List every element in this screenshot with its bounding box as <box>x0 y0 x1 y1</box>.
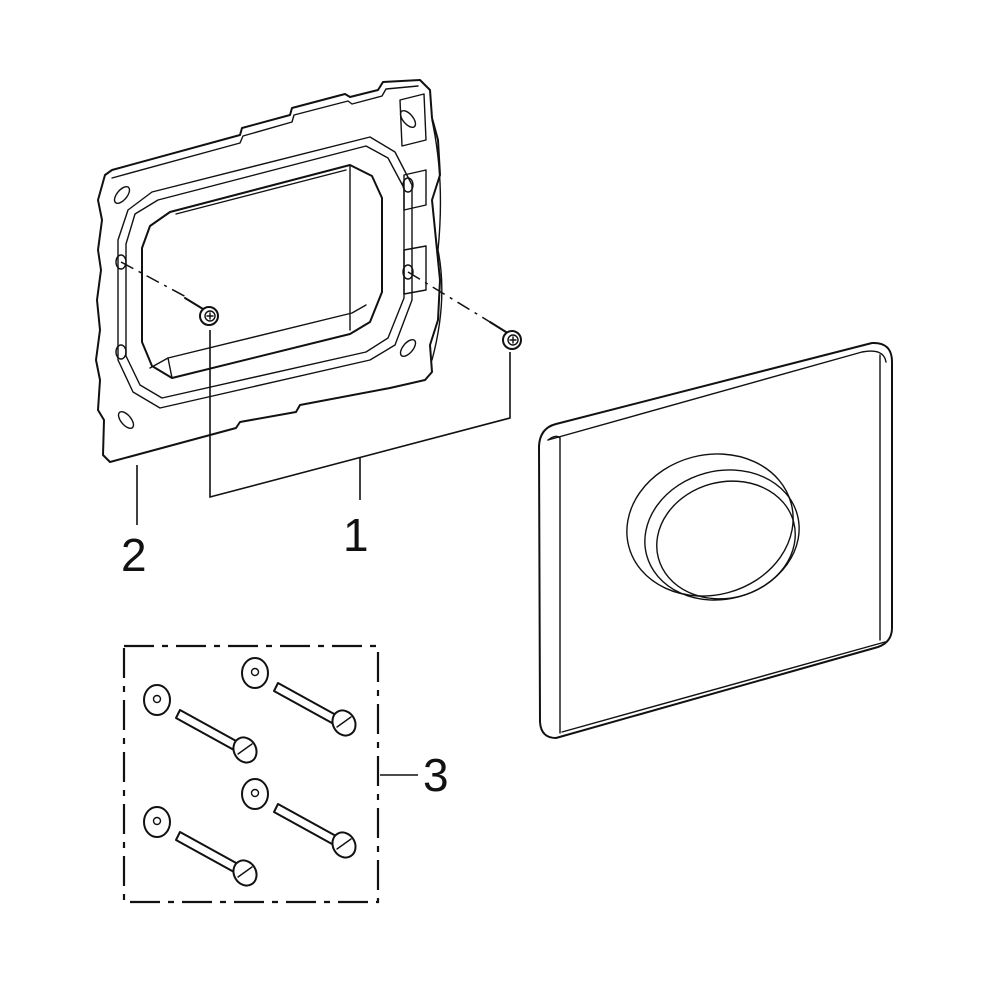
push-button <box>626 453 800 601</box>
callout-2: 2 <box>121 529 147 581</box>
callout-1: 1 <box>343 509 369 561</box>
kit-screw-2 <box>241 657 357 737</box>
mounting-frame <box>95 79 443 463</box>
fixing-kit <box>122 644 380 904</box>
kit-screw-3 <box>241 778 357 859</box>
callout-3: 3 <box>423 749 449 801</box>
mounting-screws <box>120 261 522 350</box>
slot-holes <box>113 109 417 430</box>
cover-plate <box>538 341 893 739</box>
leader-lines <box>136 330 511 776</box>
kit-screw-1 <box>143 684 258 764</box>
kit-screw-4 <box>143 806 258 887</box>
